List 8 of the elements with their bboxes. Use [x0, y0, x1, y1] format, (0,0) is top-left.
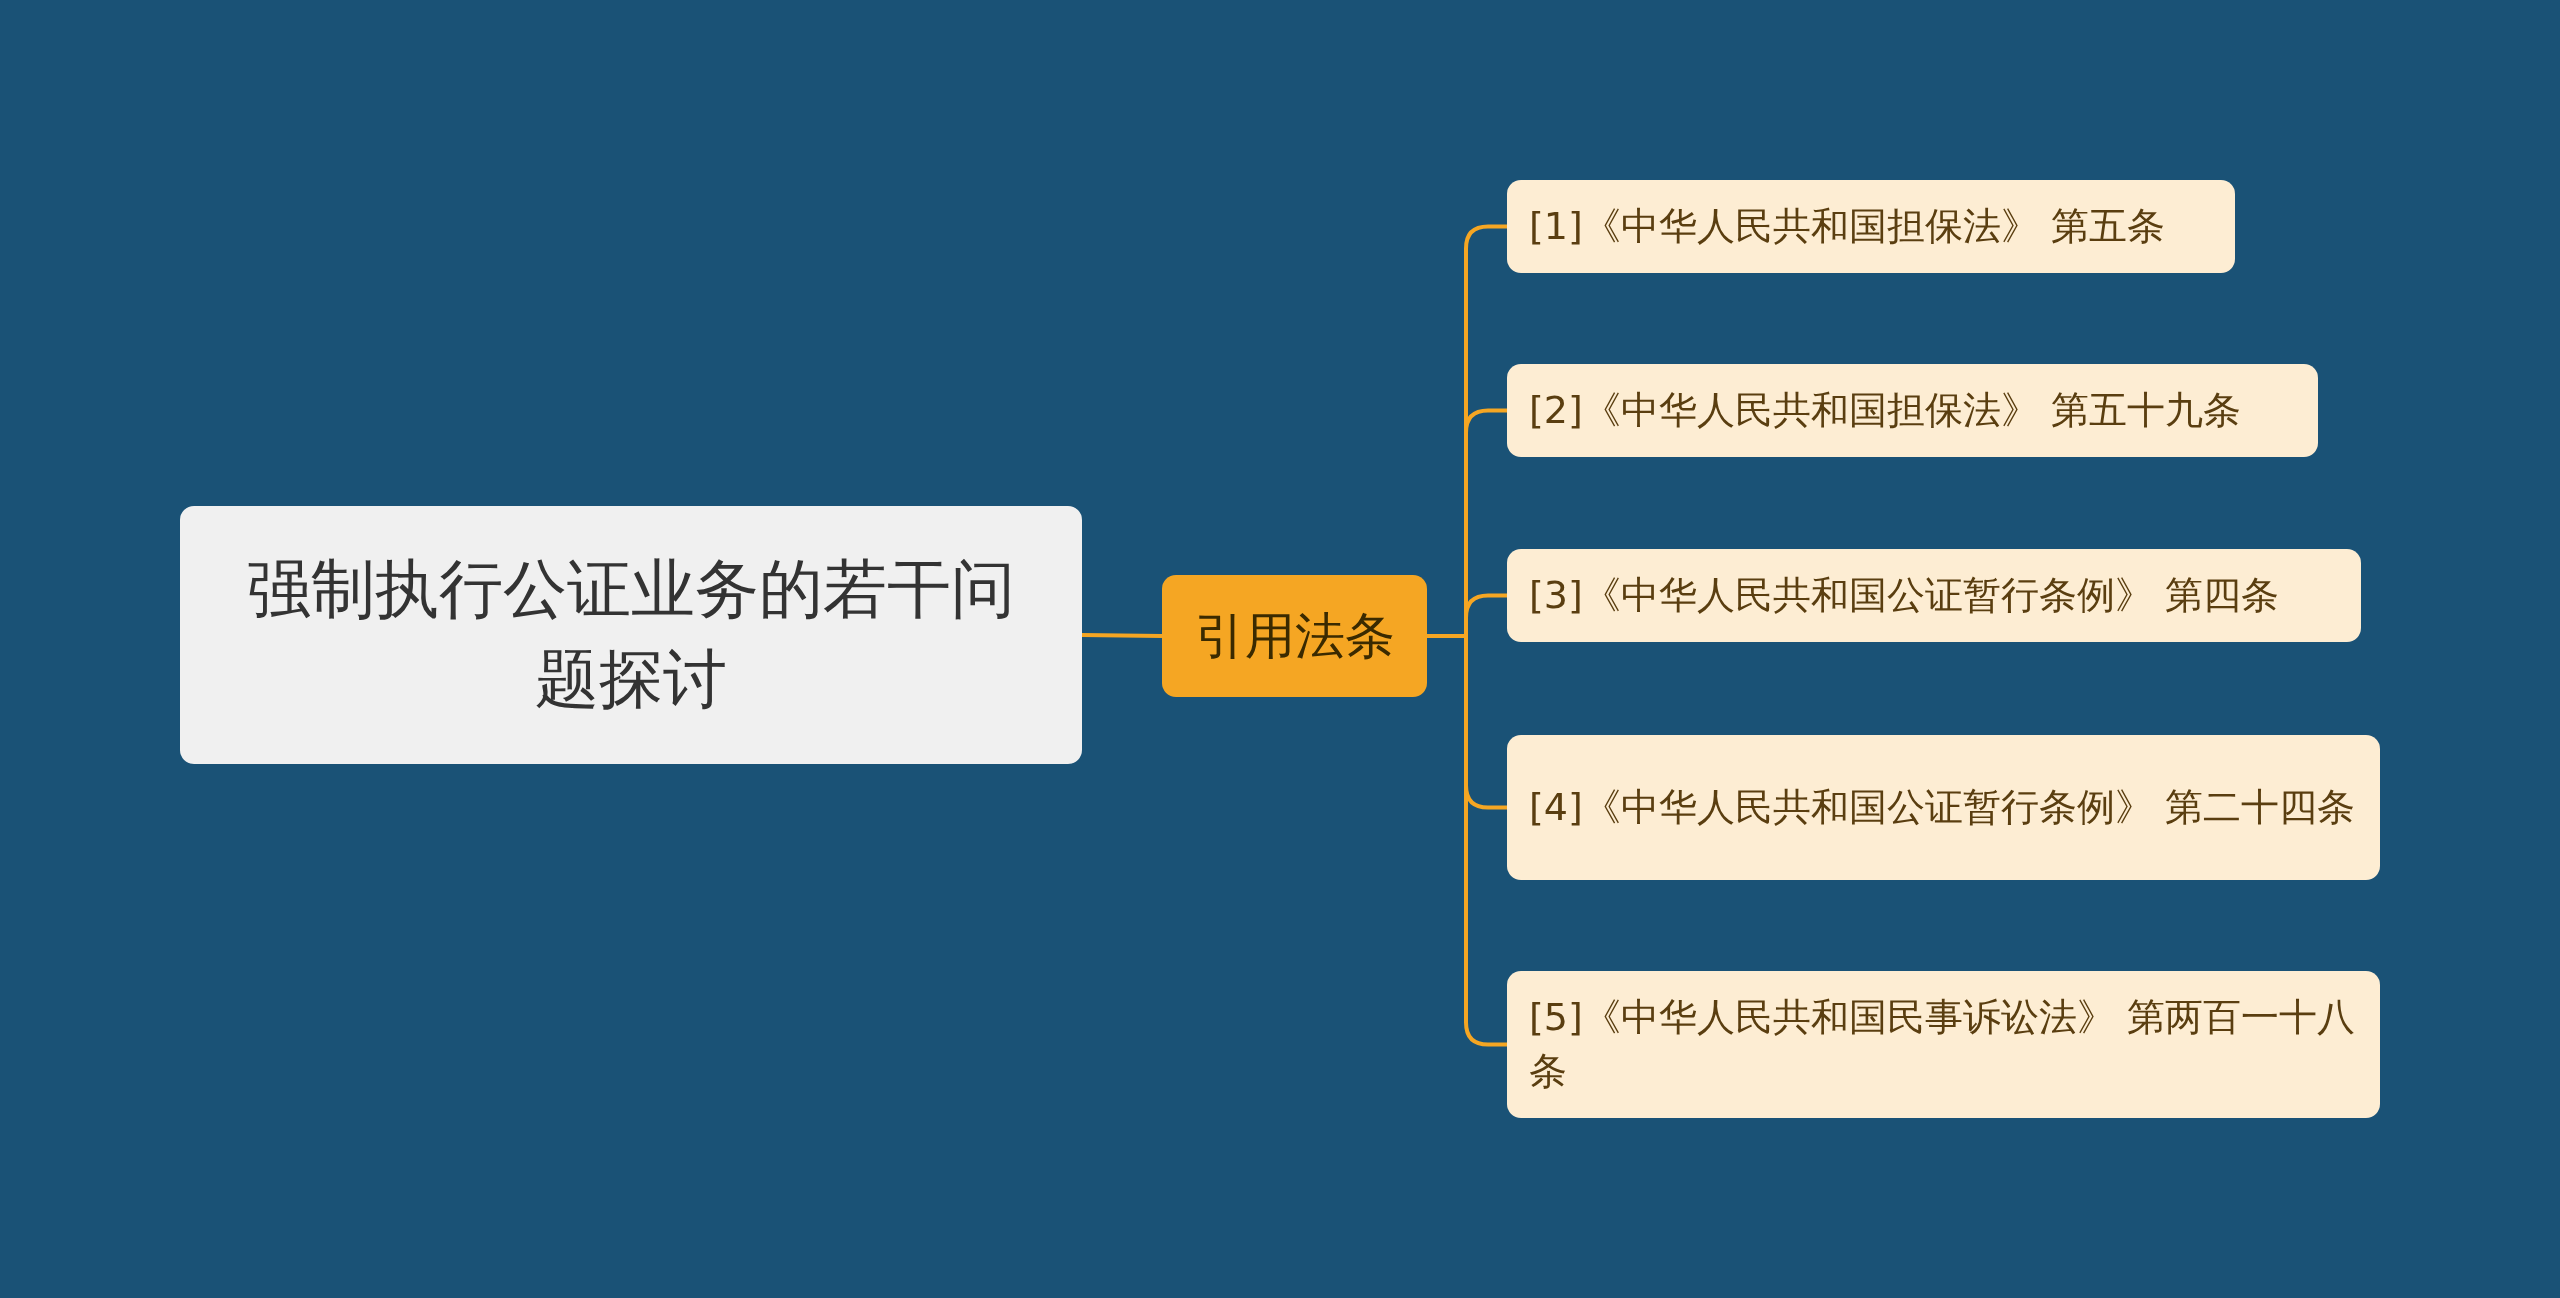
connector-line — [1081, 633, 1163, 638]
topic-box: 强制执行公证业务的若干问题探讨 — [180, 506, 1082, 764]
leaf-box: [4]《中华人民共和国公证暂行条例》 第二十四条 — [1507, 735, 2380, 880]
leaf-box: [1]《中华人民共和国担保法》 第五条 — [1507, 180, 2235, 273]
leaf-box: [3]《中华人民共和国公证暂行条例》 第四条 — [1507, 549, 2361, 642]
leaf-box: [5]《中华人民共和国民事诉讼法》 第两百一十八条 — [1507, 971, 2380, 1118]
branch-box: 引用法条 — [1162, 575, 1427, 697]
leaf-box: [2]《中华人民共和国担保法》 第五十九条 — [1507, 364, 2318, 457]
